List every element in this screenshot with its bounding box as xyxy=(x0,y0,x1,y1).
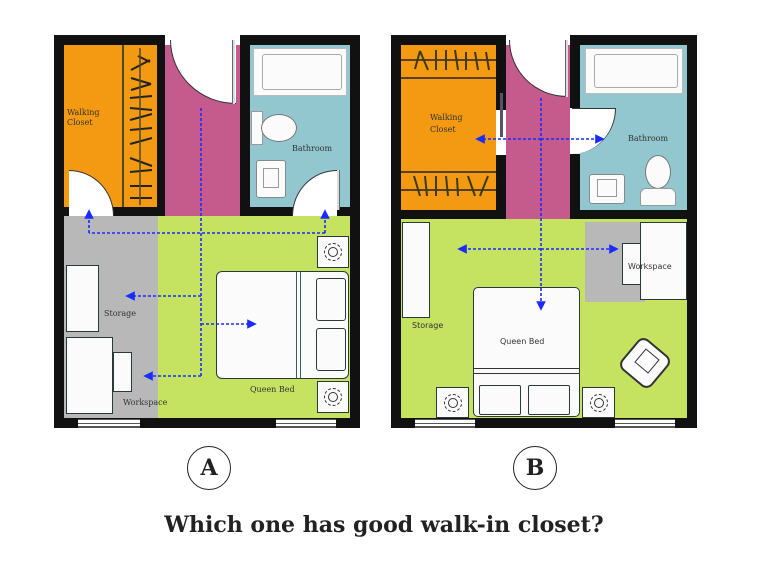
plan-a-desk xyxy=(66,337,113,414)
plan-a-workspace-label: Workspace xyxy=(123,398,168,407)
plan-a-entry-door-leaf xyxy=(232,40,235,104)
plan-b-pillow xyxy=(479,385,521,415)
plan-a-storage-label: Storage xyxy=(104,309,136,318)
plan-a-nightstand xyxy=(317,236,349,268)
plan-a-window xyxy=(276,419,336,428)
plan-a-pillow xyxy=(316,278,346,321)
plan-a-bed-sheet-fold xyxy=(296,272,301,378)
plan-a-desk-chair xyxy=(113,352,132,392)
plan-a-bathroom-label: Bathroom xyxy=(292,144,333,153)
plan-b-storage-label: Storage xyxy=(412,321,444,330)
option-b-button[interactable]: B xyxy=(513,446,557,490)
plan-a-bathtub xyxy=(253,48,347,96)
plan-b-closet-sliding-door xyxy=(500,93,503,137)
plan-b-closet-label-line1: Walking xyxy=(430,113,463,122)
plan-b-entry-door-leaf xyxy=(565,40,568,97)
plan-b-pillow xyxy=(528,385,570,415)
plan-b-bathtub xyxy=(585,48,683,94)
plan-a-wall xyxy=(114,207,165,216)
plan-b-bathroom-label: Bathroom xyxy=(628,134,669,143)
plan-a-sink xyxy=(256,160,286,198)
plan-a-closet-label-line2: Closet xyxy=(67,118,93,127)
plan-a-bathtub-inner xyxy=(262,54,342,90)
plan-b-nightstand xyxy=(436,387,469,418)
plan-b-window xyxy=(415,419,475,428)
plan-a-nightstand xyxy=(317,381,349,413)
plan-b-window xyxy=(615,419,675,428)
plan-b-sink-basin xyxy=(597,179,617,197)
plan-a-sink-basin xyxy=(263,168,279,188)
plan-b-toilet-bowl xyxy=(645,155,671,189)
lamp-icon xyxy=(324,388,342,406)
plan-b-storage-unit xyxy=(402,222,430,318)
lamp-icon xyxy=(324,243,342,261)
lamp-icon xyxy=(443,393,462,412)
plan-b-toilet-tank xyxy=(640,188,676,206)
plan-a-pillow xyxy=(316,328,346,371)
plan-b-desk-chair xyxy=(622,243,641,285)
plan-b-workspace-label: Workspace xyxy=(628,262,672,271)
option-a-button[interactable]: A xyxy=(187,446,231,490)
plan-a-closet-label-line1: Walking xyxy=(67,108,100,117)
plan-a-closet-label: Walking Closet xyxy=(67,108,100,128)
plan-a-bathroom-door-leaf xyxy=(337,170,340,210)
lamp-icon xyxy=(589,393,608,412)
question-text: Which one has good walk-in closet? xyxy=(164,512,604,538)
plan-b-bed-label: Queen Bed xyxy=(500,337,545,346)
plan-a-wall xyxy=(240,207,290,216)
plan-b-closet-label: Walking Closet xyxy=(430,112,463,136)
plan-b-closet-label-line2: Closet xyxy=(430,125,456,134)
plan-b-bed-sheet-fold xyxy=(474,368,579,374)
plan-b-bathtub-inner xyxy=(594,54,678,88)
plan-a-bed-label: Queen Bed xyxy=(250,385,295,394)
plan-b-nightstand xyxy=(582,387,615,418)
plan-a-window xyxy=(78,419,140,428)
plan-b-desk xyxy=(640,222,687,300)
plan-a-closet-rod xyxy=(122,45,124,207)
plan-a-storage-unit xyxy=(66,265,99,332)
plan-a-toilet-bowl xyxy=(261,114,297,142)
